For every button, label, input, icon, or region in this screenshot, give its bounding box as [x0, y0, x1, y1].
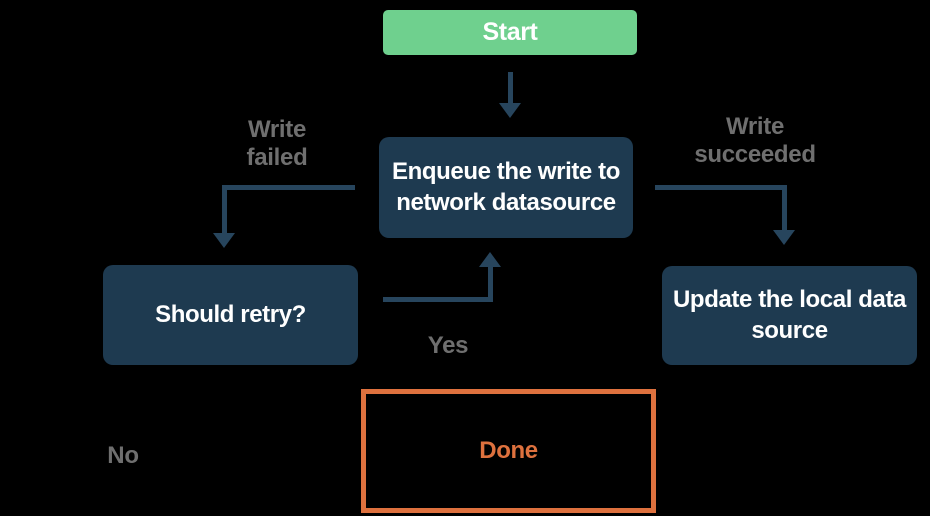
- arrow-head-down-icon: [499, 103, 521, 118]
- arrow-head-down-icon: [213, 233, 235, 248]
- arrow-line: [508, 72, 513, 103]
- node-done: Done: [361, 389, 656, 513]
- edge-label-write-succeeded: Write succeeded: [694, 113, 816, 168]
- arrow-head-up-icon: [479, 252, 501, 267]
- node-should-retry: Should retry?: [103, 265, 358, 365]
- arrow-line: [488, 267, 493, 302]
- node-enqueue-write: Enqueue the write to network datasource: [379, 137, 633, 238]
- node-start: Start: [383, 10, 637, 55]
- arrow-line: [222, 185, 227, 233]
- edge-label-no: No: [107, 442, 139, 469]
- arrow-line: [222, 185, 355, 190]
- edge-label-write-failed: Write failed: [246, 116, 308, 171]
- arrow-head-down-icon: [773, 230, 795, 245]
- node-update-local-data-source: Update the local data source: [662, 266, 917, 365]
- arrow-line: [782, 185, 787, 230]
- arrow-line: [383, 297, 493, 302]
- arrow-line: [655, 185, 787, 190]
- edge-label-yes: Yes: [427, 332, 469, 359]
